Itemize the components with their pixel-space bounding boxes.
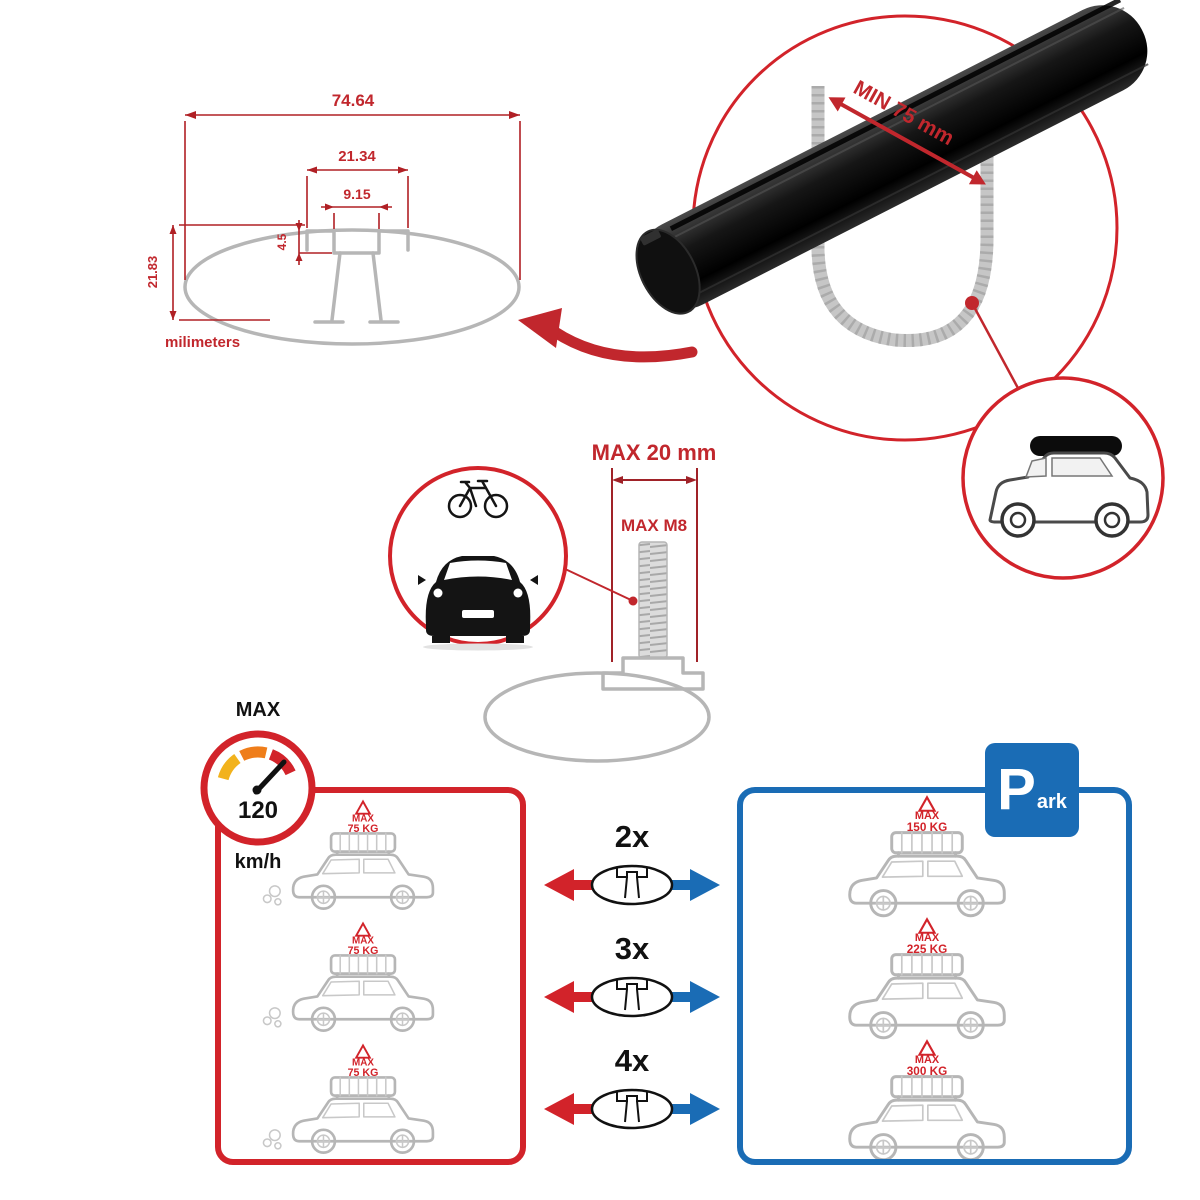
- units-label: milimeters: [165, 334, 240, 351]
- car-with-roofbox-icon: MAX 150 KG: [848, 795, 1006, 918]
- dim-slot-outer: 21.34: [306, 148, 409, 228]
- car-with-bike-icon: [388, 466, 568, 651]
- suv-detail-circle: [961, 376, 1165, 580]
- threaded-bolt-icon: [638, 541, 668, 659]
- load-kg-label: 75 KG: [348, 945, 379, 957]
- dim-profile-height: 21.83: [145, 224, 305, 321]
- car-with-roofbox-icon: MAX 225 KG: [848, 917, 1006, 1040]
- dim-slot-inner-label: 9.15: [343, 186, 370, 202]
- car-with-roofbox-icon: MAX 75 KG: [262, 922, 435, 1032]
- left-panel-cars: MAX 75 KG MAX 75 KG MAX 75 KG: [262, 800, 435, 1154]
- bike-icon: [447, 479, 509, 519]
- load-kg-label: 75 KG: [348, 1067, 379, 1079]
- multiplier-label: 3x: [615, 931, 650, 966]
- left-capacity-panel: MAX 75 KG MAX 75 KG MAX 75 KG: [215, 787, 526, 1165]
- park-sign: P ark: [985, 743, 1079, 837]
- capacity-arrow-row: 3x: [544, 931, 720, 1018]
- crossbar-photo: [635, 0, 1149, 315]
- dim-slot-outer-label: 21.34: [338, 148, 376, 165]
- dim-total-width-label: 74.64: [332, 91, 375, 110]
- load-kg-label: 75 KG: [348, 823, 379, 835]
- dim-slot-inner: 9.15: [321, 186, 392, 229]
- capacity-arrow-row: 4x: [544, 1043, 720, 1130]
- speed-units: km/h: [235, 851, 282, 873]
- min-clamp-arrow-icon: [828, 97, 986, 185]
- capacity-arrows: 2x 3x 4x: [544, 819, 720, 1130]
- multiplier-label: 2x: [615, 819, 650, 854]
- multiplier-label: 4x: [615, 1043, 650, 1078]
- red-arrowhead-icon: [544, 981, 574, 1013]
- bolt-max-thread-label: MAX M8: [621, 516, 687, 535]
- car-with-roofbox-icon: MAX 300 KG: [848, 1039, 1006, 1159]
- bolt-max-length-label: MAX 20 mm: [592, 440, 717, 465]
- profile-dimension-diagram: 74.64 21.34 9.15 4.5 21.83: [145, 91, 521, 351]
- profile-pointer-arrow-icon: [518, 308, 698, 363]
- dim-slot-depth: 4.5: [275, 220, 332, 265]
- bolt-dimension-diagram: MAX 20 mm MAX M8: [388, 440, 717, 763]
- load-max-label: MAX: [352, 813, 374, 824]
- speed-max-label: MAX: [236, 699, 281, 721]
- crossbar-profile-outline-icon: [183, 228, 521, 346]
- speed-value: 120: [238, 797, 278, 824]
- red-arrowhead-icon: [544, 869, 574, 901]
- load-max-label: MAX: [915, 1054, 940, 1066]
- bolt-pointer-dot: [628, 596, 638, 606]
- profile-badge-icon: [590, 864, 674, 906]
- blue-arrowhead-icon: [690, 981, 720, 1013]
- load-kg-label: 150 KG: [907, 821, 948, 834]
- suv-roofbox-icon: [988, 436, 1150, 538]
- profile-badge-icon: [590, 976, 674, 1018]
- load-kg-label: 225 KG: [907, 943, 948, 956]
- park-sign-suffix: ark: [1036, 790, 1067, 813]
- park-sign-letter: P: [997, 757, 1036, 822]
- bolt-dimension-lines: [611, 468, 698, 662]
- profile-badge-icon: [590, 1088, 674, 1130]
- needle-icon: [253, 759, 287, 795]
- pointer-line: [970, 302, 1021, 391]
- blue-arrowhead-icon: [690, 1093, 720, 1125]
- profile-ellipse-outline-icon: [483, 671, 711, 763]
- dim-slot-depth-label: 4.5: [275, 233, 289, 250]
- load-max-label: MAX: [352, 1057, 374, 1068]
- crossbar-closeup: MIN 75 mm: [518, 0, 1165, 580]
- load-max-label: MAX: [915, 810, 940, 822]
- car-front-icon: [418, 556, 538, 651]
- speedometer: MAX 120 km/h: [200, 699, 316, 873]
- dim-total-width: 74.64: [184, 91, 521, 280]
- right-panel-cars: MAX 150 KG MAX 225 KG MAX 300 KG: [848, 795, 1006, 1159]
- bar-end-cap-icon: [635, 228, 701, 315]
- car-with-roofbox-icon: MAX 75 KG: [262, 1044, 435, 1154]
- speedometer-icon: 120: [200, 730, 316, 846]
- load-kg-label: 300 KG: [907, 1065, 948, 1078]
- red-arrowhead-icon: [544, 1093, 574, 1125]
- dim-profile-height-label: 21.83: [145, 256, 160, 289]
- right-capacity-panel: MAX 150 KG MAX 225 KG MAX 300 KG: [737, 787, 1132, 1165]
- load-max-label: MAX: [352, 935, 374, 946]
- bolt-pointer-line: [562, 567, 632, 601]
- u-bolt-icon: [811, 86, 994, 348]
- load-max-label: MAX: [915, 932, 940, 944]
- blue-arrowhead-icon: [690, 869, 720, 901]
- roofbox-icon: [1030, 436, 1122, 456]
- car-with-roofbox-icon: MAX 75 KG: [262, 800, 435, 910]
- capacity-arrow-row: 2x: [544, 819, 720, 906]
